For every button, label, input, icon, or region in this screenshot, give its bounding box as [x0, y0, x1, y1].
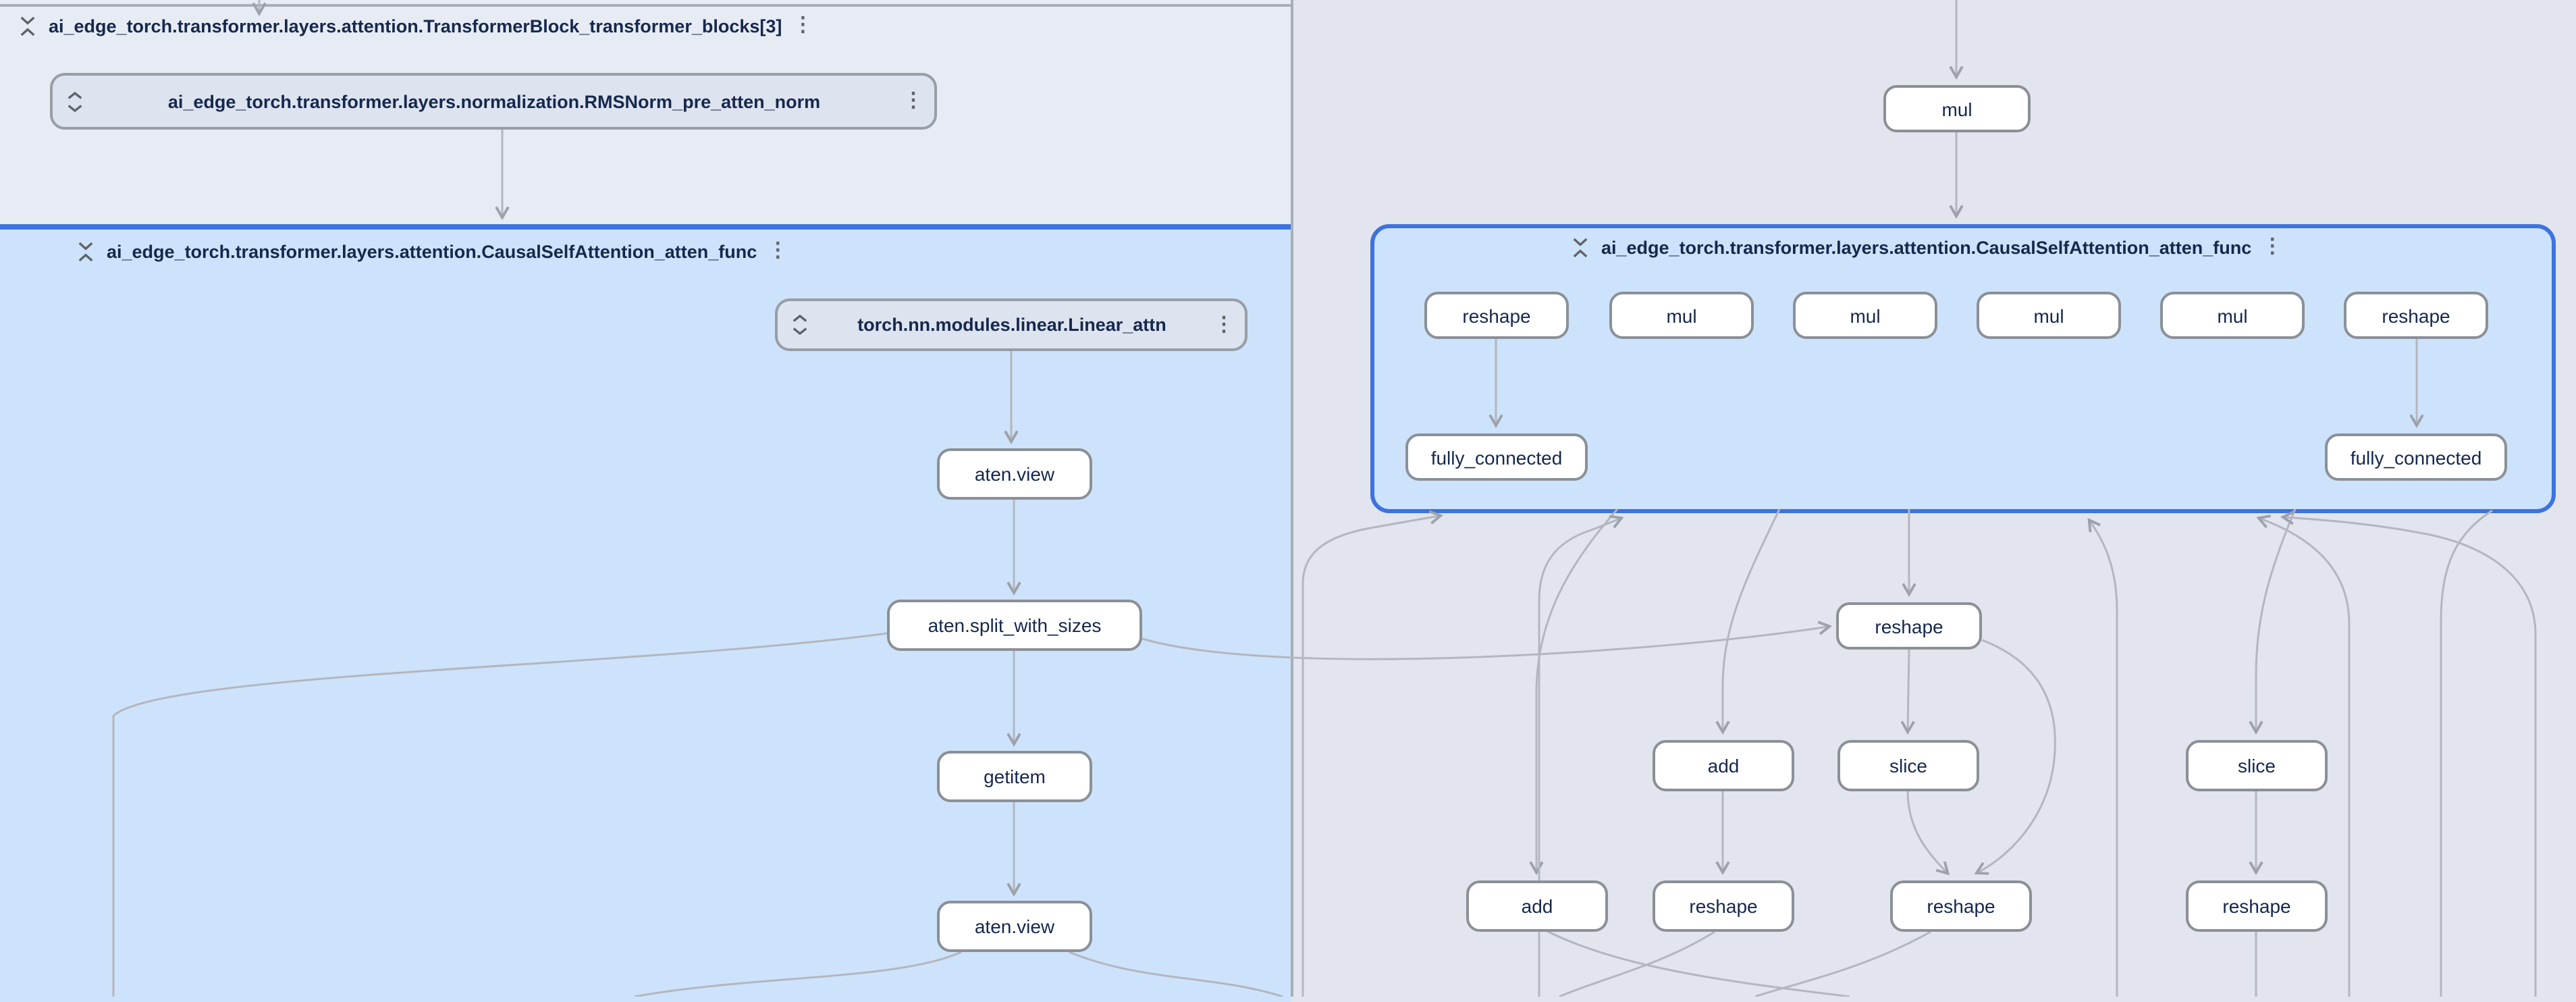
graph-node-split[interactable]: aten.split_with_sizes: [887, 600, 1142, 651]
node-label: add: [1707, 755, 1740, 776]
node-label: reshape: [1875, 615, 1943, 637]
graph-node-v2[interactable]: aten.view: [937, 901, 1092, 952]
graph-node-m2[interactable]: mul: [1793, 292, 1937, 339]
graph-edge: [1906, 791, 1947, 872]
transformer-block-top-border: [0, 4, 1291, 7]
node-label: torch.nn.modules.linear.Linear_attn: [857, 315, 1166, 335]
graph-edge: [2260, 519, 2351, 997]
node-label: aten.split_with_sizes: [928, 614, 1102, 636]
node-label: fully_connected: [1430, 446, 1563, 468]
graph-edge: [1908, 649, 1909, 731]
graph-node-r4a[interactable]: reshape: [1653, 880, 1794, 932]
graph-edge: [2256, 508, 2297, 731]
graph-node-add4[interactable]: add: [1466, 880, 1608, 932]
attention-right-header: ai_edge_torch.transformer.layers.attenti…: [1569, 236, 2282, 258]
attention-left-title[interactable]: ai_edge_torch.transformer.layers.attenti…: [107, 241, 757, 261]
graph-edge: [1538, 519, 1620, 997]
graph-node-m3[interactable]: mul: [1977, 292, 2121, 339]
node-label: ai_edge_torch.transformer.layers.normali…: [167, 91, 821, 111]
graph-edge: [1069, 951, 1283, 997]
graph-edge: [2440, 509, 2493, 997]
graph-node-add3[interactable]: add: [1653, 740, 1794, 791]
graph-edge: [1536, 508, 1619, 871]
node-label: slice: [2237, 755, 2276, 776]
node-label: mul: [1850, 305, 1881, 326]
graph-node-v1[interactable]: aten.view: [937, 448, 1092, 500]
graph-node-m1[interactable]: mul: [1609, 292, 1754, 339]
transformer-block-header: ai_edge_torch.transformer.layers.attenti…: [16, 14, 813, 36]
graph-node-fc1[interactable]: fully_connected: [1405, 433, 1588, 481]
graph-edge: [2090, 521, 2118, 997]
graph-node-m4[interactable]: mul: [2160, 292, 2305, 339]
collapse-icon[interactable]: [1569, 236, 1590, 258]
kebab-menu-icon[interactable]: ⋮: [2262, 235, 2283, 258]
attention-right-title[interactable]: ai_edge_torch.transformer.layers.attenti…: [1601, 237, 2252, 257]
node-label: fully_connected: [2350, 446, 2482, 468]
node-label: reshape: [1689, 895, 1758, 917]
node-label: mul: [1941, 98, 1973, 120]
expand-icon[interactable]: [63, 90, 85, 112]
node-label: reshape: [2382, 305, 2450, 326]
graph-node-r2[interactable]: reshape: [2344, 292, 2488, 339]
graph-node-sl2[interactable]: slice: [2186, 740, 2328, 791]
graph-node-linear[interactable]: torch.nn.modules.linear.Linear_attn ⋮: [775, 298, 1247, 351]
graph-node-rm[interactable]: reshape: [1836, 602, 1982, 650]
graph-edge: [1723, 508, 1781, 731]
node-label: reshape: [2222, 895, 2291, 917]
node-label: mul: [1666, 305, 1697, 326]
transformer-block-title[interactable]: ai_edge_torch.transformer.layers.attenti…: [49, 16, 782, 36]
node-label: getitem: [984, 766, 1046, 787]
kebab-menu-icon[interactable]: ⋮: [793, 14, 813, 36]
graph-edge: [1142, 627, 1828, 660]
node-label: aten.view: [974, 463, 1055, 485]
graph-node-get[interactable]: getitem: [937, 751, 1092, 802]
graph-node-r4b[interactable]: reshape: [1890, 880, 2032, 932]
node-label: add: [1521, 895, 1553, 917]
graph-edge: [634, 951, 962, 997]
graph-node-fc2[interactable]: fully_connected: [2325, 433, 2507, 481]
kebab-menu-icon[interactable]: ⋮: [1213, 313, 1234, 336]
graph-edge: [1559, 930, 1715, 997]
graph-edge: [1542, 928, 1850, 997]
kebab-menu-icon[interactable]: ⋮: [903, 89, 923, 112]
graph-node-r1[interactable]: reshape: [1424, 292, 1569, 339]
node-label: slice: [1889, 755, 1927, 776]
attention-left-header: ai_edge_torch.transformer.layers.attenti…: [74, 240, 788, 262]
graph-edge: [1302, 516, 1439, 997]
collapse-icon[interactable]: [74, 240, 96, 262]
graph-node-mul0[interactable]: mul: [1883, 85, 2031, 132]
graph-edge: [1978, 639, 2056, 872]
graph-node-sl1[interactable]: slice: [1837, 740, 1979, 791]
node-label: mul: [2033, 305, 2064, 326]
node-label: reshape: [1462, 305, 1531, 326]
node-label: reshape: [1927, 895, 1995, 917]
graph-node-r4c[interactable]: reshape: [2186, 880, 2328, 932]
node-label: aten.view: [974, 916, 1055, 937]
kebab-menu-icon[interactable]: ⋮: [768, 239, 788, 262]
graph-node-rms[interactable]: ai_edge_torch.transformer.layers.normali…: [50, 73, 937, 130]
graph-edge: [2284, 517, 2537, 997]
expand-icon[interactable]: [788, 314, 810, 336]
graph-edge: [112, 632, 888, 997]
collapse-icon[interactable]: [16, 15, 38, 36]
pane-divider[interactable]: [1291, 0, 1293, 997]
node-label: mul: [2217, 305, 2248, 326]
graph-edge: [1754, 930, 1931, 997]
